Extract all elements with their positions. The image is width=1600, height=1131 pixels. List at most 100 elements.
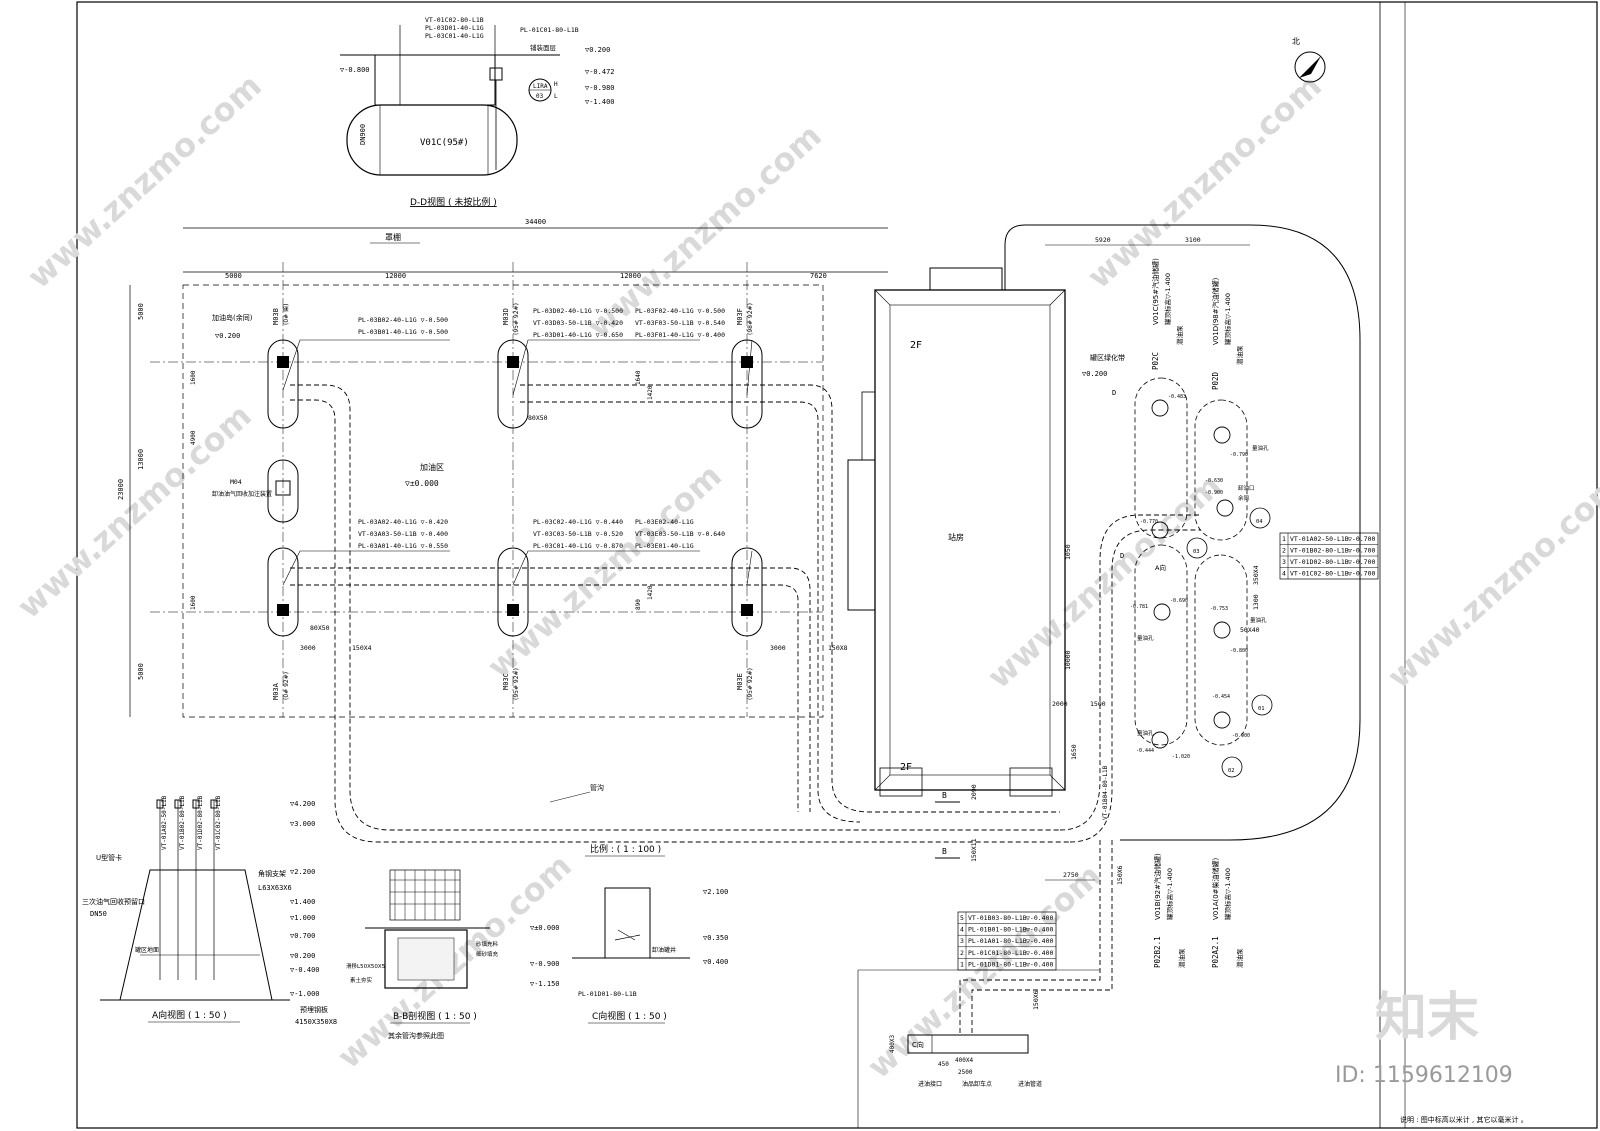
b-mark-1: B: [942, 791, 947, 800]
svg-text:▽2.200: ▽2.200: [290, 868, 315, 876]
svg-text:-0.900: -0.900: [1205, 490, 1223, 496]
svg-text:1600: 1600: [190, 370, 197, 385]
svg-text:5000: 5000: [225, 272, 242, 280]
svg-text:V01C(95#汽油储罐): V01C(95#汽油储罐): [1151, 258, 1160, 325]
unloading-area: C向 400X3 450 400X4 2500 进油接口 油品卸车点 进油管道: [857, 969, 1100, 1128]
tank-area: 5920 3100 2750 1300 350X4 50X40 150X6 15…: [1004, 224, 1361, 1010]
svg-text:▽-0.400: ▽-0.400: [1026, 960, 1053, 968]
m04-label: M04: [230, 478, 242, 486]
svg-text:890: 890: [635, 599, 642, 610]
dd-lira: LIRA: [533, 83, 548, 90]
svg-text:潜油泵: 潜油泵: [1235, 948, 1244, 968]
station-floor: 2F: [910, 340, 922, 351]
svg-text:400X3: 400X3: [889, 1035, 896, 1053]
svg-text:50X40: 50X40: [1240, 626, 1260, 634]
tank-p02c-id: P02C: [1151, 352, 1160, 370]
svg-text:量油孔: 量油孔: [1137, 729, 1154, 737]
svg-text:-0.454: -0.454: [1212, 694, 1230, 700]
drawing-frame: [76, 1, 1598, 1129]
svg-text:进油管道: 进油管道: [1018, 1080, 1042, 1088]
pipe-table: 5 VT-01B03-80-L1B ▽-0.400 4 PL-01B01-80-…: [957, 911, 1057, 971]
svg-text:12000: 12000: [620, 272, 641, 280]
dd-title: D-D视图 ( 未按比例 ): [410, 196, 497, 208]
svg-text:13000: 13000: [137, 449, 145, 470]
svg-text:2000: 2000: [1052, 700, 1068, 708]
north-arrow-icon: 北: [1292, 37, 1326, 83]
label-m03c: M03C: [502, 673, 510, 690]
svg-text:PL-03B01-40-L1G ▽-0.500: PL-03B01-40-L1G ▽-0.500: [358, 328, 448, 336]
svg-text:VT-01A02-50-L1B: VT-01A02-50-L1B: [1290, 535, 1349, 543]
svg-text:L63X63X6: L63X63X6: [258, 884, 292, 892]
svg-text:VT-03C03-50-L1B ▽-0.520: VT-03C03-50-L1B ▽-0.520: [533, 530, 623, 538]
dd-dn: DN900: [359, 124, 367, 145]
svg-text:▽0.400: ▽0.400: [703, 958, 728, 966]
island-m03b: [267, 339, 299, 429]
svg-text:其余管沟参照此图: 其余管沟参照此图: [388, 1031, 444, 1040]
svg-text:VT-01C02-80-L1B: VT-01C02-80-L1B: [1290, 570, 1349, 578]
svg-text:▽1.000: ▽1.000: [290, 914, 315, 922]
svg-text:细砂填充: 细砂填充: [476, 950, 499, 958]
svg-text:12000: 12000: [385, 272, 406, 280]
canopy-outline: [182, 284, 824, 718]
a-view: VT-01A02-50-L1B VT-01B02-80-L1B VT-01D02…: [82, 795, 337, 1026]
svg-text:VT-03F03-50-L1B ▽-0.540: VT-03F03-50-L1B ▽-0.540: [635, 319, 725, 327]
manhole-well: [374, 54, 496, 106]
tank-p02b: [1134, 544, 1188, 746]
tank-p02a-id: P02A2.1: [1211, 936, 1220, 968]
svg-text:-0.781: -0.781: [1130, 604, 1148, 610]
svg-text:1500: 1500: [1090, 700, 1106, 708]
svg-text:3000: 3000: [300, 644, 316, 652]
dd-elev-3: ▽-0.472: [585, 68, 615, 76]
svg-text:PL-03F01-40-L1G ▽-0.400: PL-03F01-40-L1G ▽-0.400: [635, 331, 725, 339]
svg-text:▽-1.000: ▽-1.000: [290, 990, 320, 998]
svg-text:www.znzmo.com: www.znzmo.com: [1080, 67, 1329, 296]
svg-text:VT-01B02-80-L1B: VT-01B02-80-L1B: [1290, 547, 1349, 555]
svg-text:150X6: 150X6: [1032, 990, 1040, 1010]
svg-text:D: D: [1112, 389, 1116, 397]
footnote: 说明 : 图中标高以米计 , 其它以毫米计 。: [1400, 1115, 1528, 1124]
svg-text:150X6: 150X6: [1116, 865, 1124, 885]
svg-text:2F: 2F: [900, 762, 912, 773]
svg-text:▽-0.700: ▽-0.700: [1348, 558, 1375, 566]
canopy-plan: 34400 5000 12000 12000 7620 罩棚 5000 1300…: [117, 218, 1200, 1035]
tank-p02a: [1194, 554, 1248, 746]
svg-text:3100: 3100: [1185, 236, 1201, 244]
island-m04: [267, 459, 299, 523]
svg-text:罐顶标高▽-1.400: 罐顶标高▽-1.400: [1163, 273, 1172, 325]
svg-text:(95# 92#): (95# 92#): [513, 668, 520, 700]
svg-text:-0.483: -0.483: [1168, 394, 1186, 400]
svg-text:PL-03E01-40-L1G: PL-03E01-40-L1G: [635, 542, 694, 550]
svg-text:▽0.700: ▽0.700: [290, 932, 315, 940]
svg-text:VT-01D02-80-L1B: VT-01D02-80-L1B: [197, 795, 204, 850]
area-elev: ▽±0.000: [405, 479, 439, 488]
island-label: 加油岛(余同): [212, 313, 253, 322]
svg-text:H: H: [554, 81, 558, 88]
svg-text:(0# 92#): (0# 92#): [283, 672, 290, 700]
svg-text:罐顶标高▽-1.400: 罐顶标高▽-1.400: [1223, 868, 1232, 920]
svg-text:-0.800: -0.800: [1230, 648, 1248, 654]
svg-text:2: 2: [960, 949, 964, 957]
north-label: 北: [1292, 37, 1300, 46]
a-view-title: A向视图 ( 1 : 50 ): [152, 1009, 227, 1021]
svg-text:VT-01A02-50-L1B: VT-01A02-50-L1B: [161, 795, 168, 850]
svg-text:www.znzmo.com: www.znzmo.com: [10, 397, 259, 626]
svg-text:VT-01D02-80-L1B: VT-01D02-80-L1B: [1290, 558, 1349, 566]
svg-text:1640: 1640: [635, 370, 642, 385]
svg-text:150X8: 150X8: [828, 644, 848, 652]
label-m03f: M03F: [736, 308, 744, 325]
svg-text:罐顶标高▽-1.400: 罐顶标高▽-1.400: [1165, 868, 1174, 920]
svg-text:▽-1.150: ▽-1.150: [530, 980, 560, 988]
island-elev: ▽0.200: [215, 332, 240, 340]
dd-lira-no: 03: [536, 93, 544, 100]
svg-text:进油接口: 进油接口: [918, 1080, 942, 1088]
svg-text:(95# 92#): (95# 92#): [747, 668, 754, 700]
svg-text:▽0.350: ▽0.350: [703, 934, 728, 942]
label-m03e: M03E: [736, 673, 744, 690]
svg-text:▽-0.700: ▽-0.700: [1348, 570, 1375, 578]
b-view: 砂填充料 细砂填充 滑移L50X50X5 素土夯实 B-B剖视图 ( 1 : 5…: [346, 869, 499, 1040]
svg-text:滑移L50X50X5: 滑移L50X50X5: [346, 962, 386, 970]
trench-label: 管沟: [590, 783, 604, 792]
station-outline: [874, 289, 1066, 791]
svg-text:-0.444: -0.444: [1136, 748, 1154, 754]
svg-text:1420: 1420: [647, 385, 654, 400]
